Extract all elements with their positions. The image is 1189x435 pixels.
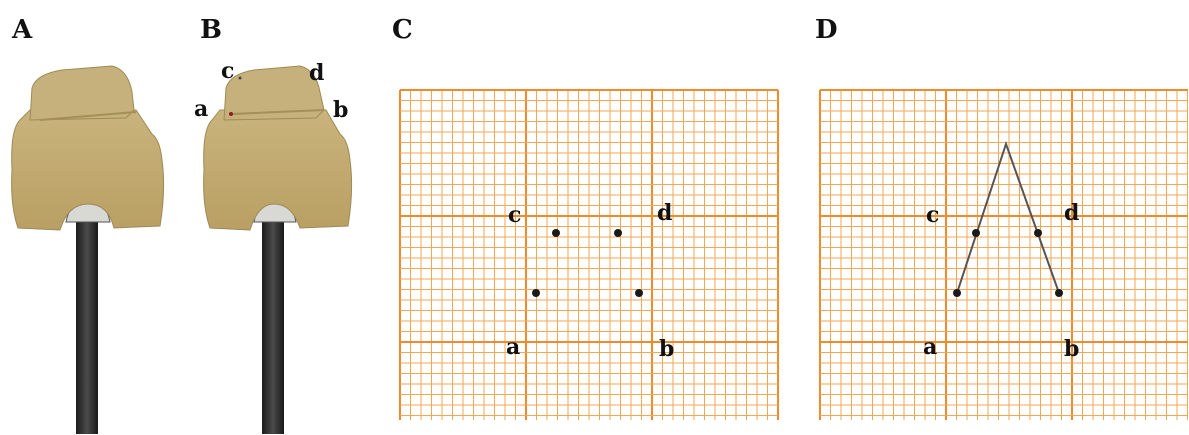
panel-letter-d: D: [815, 15, 838, 45]
graph-paper-c: [399, 89, 779, 420]
post-b: [262, 212, 284, 434]
label-c-d: d: [657, 200, 672, 226]
crown-model-a: [11, 65, 165, 434]
panel-letter-c: C: [392, 15, 413, 45]
label-b-b: b: [333, 97, 348, 123]
triangle-line: [956, 140, 1060, 294]
point-d-b: [1055, 289, 1063, 297]
label-d-d: d: [1064, 200, 1079, 226]
point-d-c: [972, 229, 980, 237]
point-c-b: [635, 289, 643, 297]
point-c-d: [614, 229, 622, 237]
point-c-a: [532, 289, 540, 297]
panel-letter-b: B: [200, 15, 222, 45]
point-c-c: [552, 229, 560, 237]
crown-body-a: [11, 109, 165, 231]
triangle-d: [953, 140, 1063, 297]
point-d-a: [953, 289, 961, 297]
label-b-a: a: [194, 96, 208, 122]
post-a: [76, 212, 98, 434]
label-b-d: d: [309, 60, 324, 86]
crown-top-b: [223, 65, 325, 121]
crown-model-b: [203, 65, 353, 434]
point-d-d: [1034, 229, 1042, 237]
crown-top-a: [29, 65, 135, 121]
panel-letter-a: A: [11, 15, 33, 45]
label-d-a: a: [923, 334, 937, 360]
marker-point-c: [238, 76, 242, 80]
label-c-a: a: [506, 334, 520, 360]
label-c-b: b: [659, 336, 674, 362]
graph-paper-d: [819, 89, 1188, 420]
crown-body-b: [203, 109, 353, 231]
points-c: [532, 229, 643, 297]
label-d-b: b: [1064, 336, 1079, 362]
label-d-c: c: [926, 202, 939, 228]
label-b-c: c: [221, 58, 234, 84]
marker-point-a: [229, 112, 233, 116]
label-c-c: c: [508, 202, 521, 228]
